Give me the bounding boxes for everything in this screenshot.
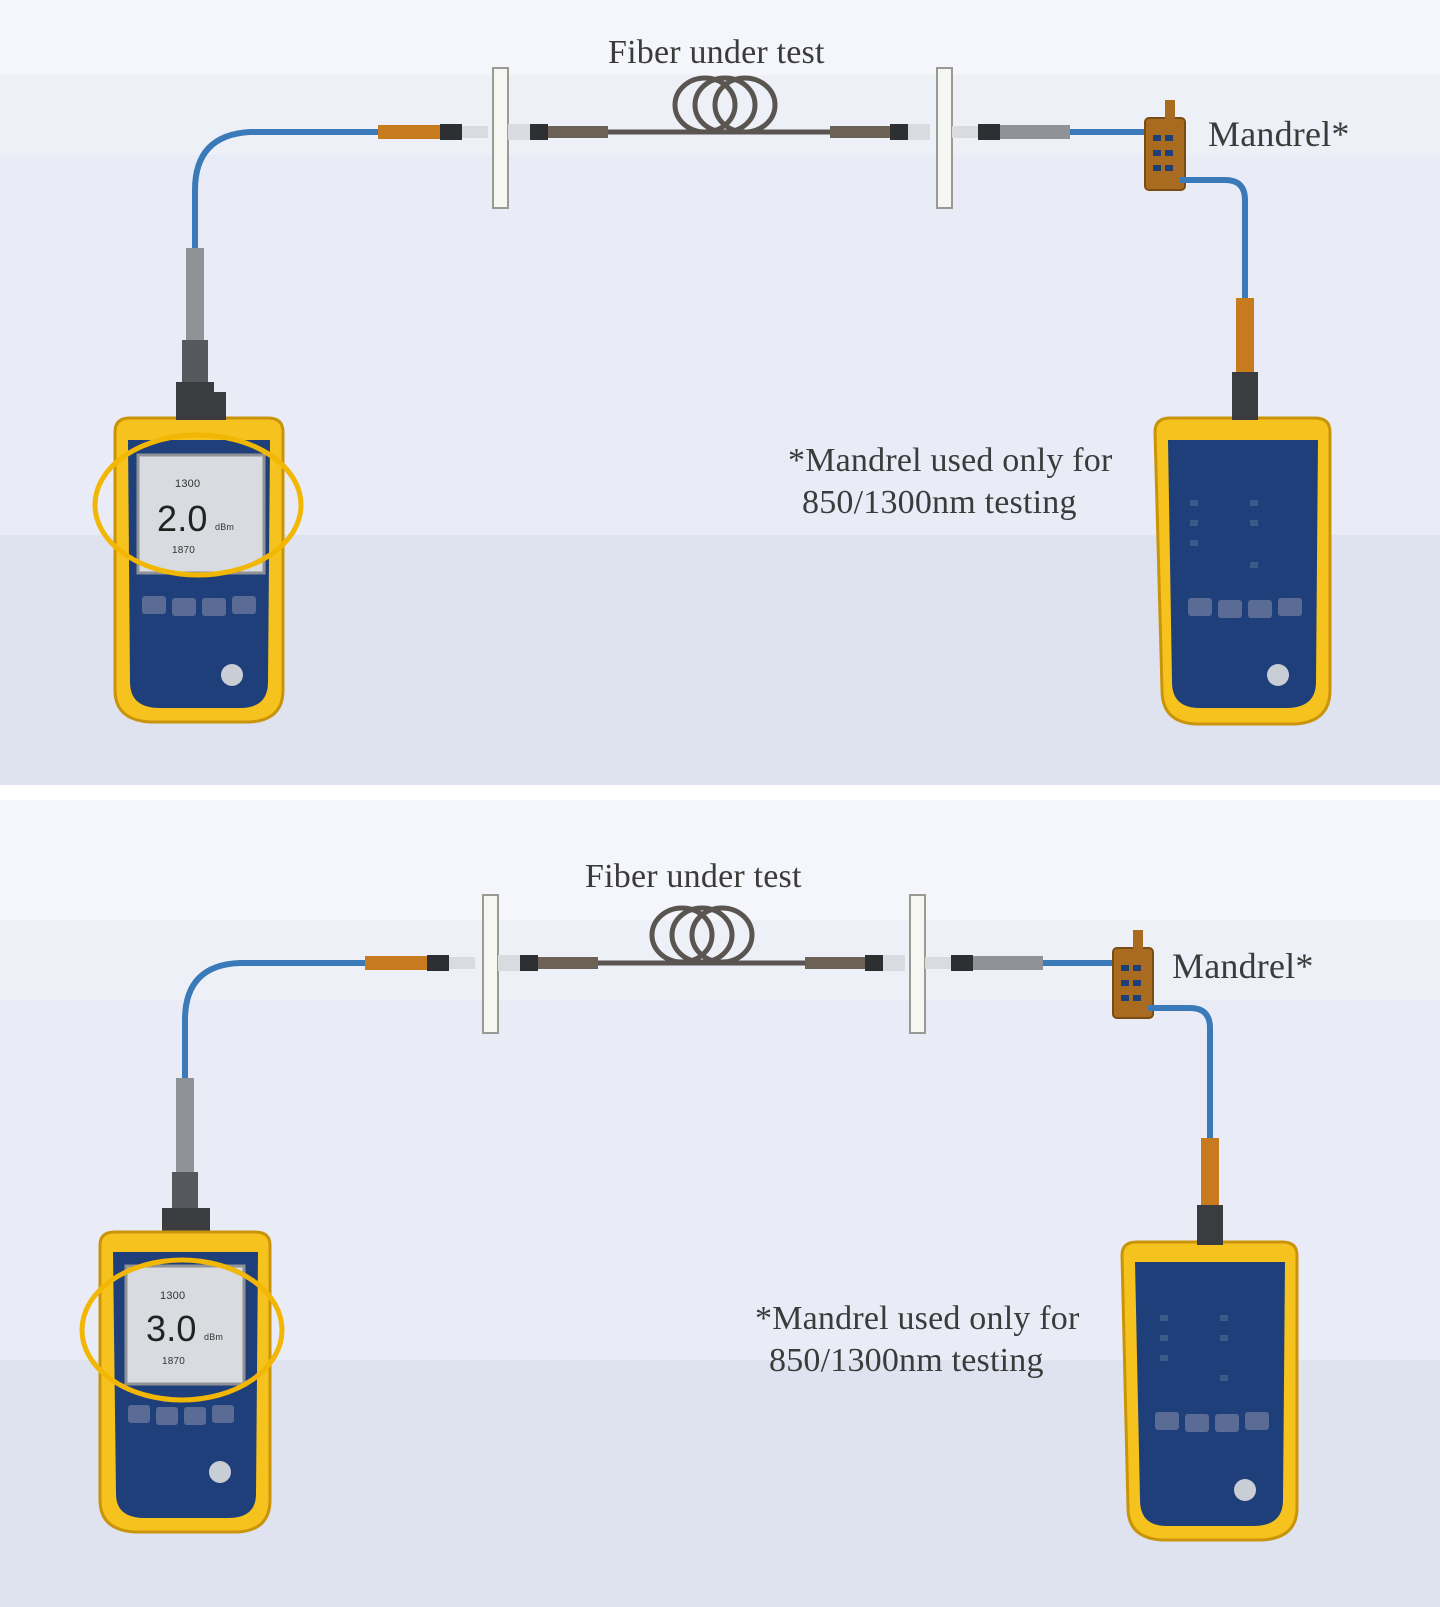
left-patch-cable <box>192 129 378 250</box>
adapter-plate-right <box>936 67 953 209</box>
meter-reading-unit: dBm <box>215 522 235 532</box>
reading-highlight-ring <box>92 432 304 578</box>
diagram-panel-bottom: 1300 3.0 dBm 1870 Fiber under test Mandr… <box>0 800 1440 1607</box>
meter-wavelength: 1300 <box>160 1290 186 1302</box>
fiber-under-test-label: Fiber under test <box>608 34 825 71</box>
mandrel-note: *Mandrel used only for 850/1300nm testin… <box>755 1298 1080 1382</box>
left-connector-boot <box>378 125 440 139</box>
left-cable-boot <box>186 248 204 348</box>
meter-reference: 1870 <box>162 1356 186 1367</box>
diagram-panel-top: 1300 2.0 dBm 1870 Fiber under test Mandr… <box>0 0 1440 785</box>
mandrel-label: Mandrel* <box>1172 946 1314 986</box>
adapter-plate-left <box>492 67 509 209</box>
meter-reading: 2.0 <box>157 498 208 539</box>
mandrel <box>1144 100 1186 191</box>
mandrel-label: Mandrel* <box>1208 114 1350 154</box>
fiber-coil <box>672 75 778 135</box>
mandrel-note: *Mandrel used only for 850/1300nm testin… <box>788 440 1113 524</box>
meter-reading-unit: dBm <box>204 1332 224 1342</box>
diagram-artwork <box>0 800 1440 1607</box>
power-meter-left <box>92 392 304 724</box>
meter-reading: 3.0 <box>146 1308 197 1349</box>
mandrel-note-line1: *Mandrel used only for <box>788 442 1113 479</box>
light-source-right <box>1153 398 1332 726</box>
meter-wavelength: 1300 <box>175 478 201 490</box>
diagram-artwork <box>0 0 1440 785</box>
meter-reference: 1870 <box>172 545 196 556</box>
mandrel-note-line2: 850/1300nm testing <box>802 484 1077 521</box>
mandrel-note-line1: *Mandrel used only for <box>755 1300 1080 1337</box>
mandrel-note-line2: 850/1300nm testing <box>769 1342 1044 1379</box>
fiber-under-test-label: Fiber under test <box>585 858 802 895</box>
